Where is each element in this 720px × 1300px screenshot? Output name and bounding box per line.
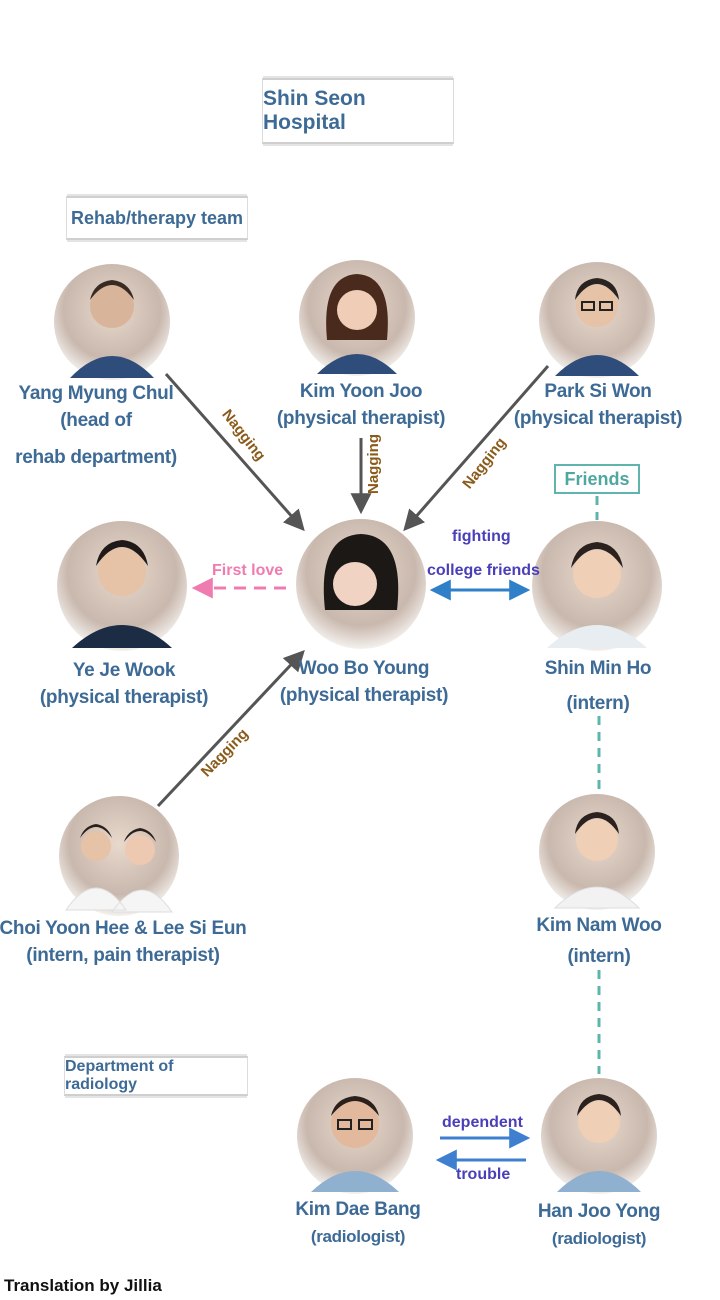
person-name: Park Si Won <box>544 381 651 402</box>
friends-tag-text: Friends <box>564 469 629 490</box>
first-love-label: First love <box>212 562 283 580</box>
nagging-label-park: Nagging <box>459 434 509 492</box>
portrait-han <box>541 1078 657 1194</box>
portrait-yang <box>54 264 170 380</box>
portrait-kim-yoon-joo <box>299 260 415 376</box>
person-name: Shin Min Ho <box>545 658 651 679</box>
translation-credit: Translation by Jillia <box>4 1276 162 1296</box>
hospital-title: Shin Seon Hospital <box>262 78 454 144</box>
person-role: (head of <box>15 407 177 434</box>
friends-tag: Friends <box>554 464 640 494</box>
person-label-kim-dae-bang: Kim Dae Bang (radiologist) <box>295 1196 420 1250</box>
person-label-park: Park Si Won (physical therapist) <box>514 378 682 432</box>
person-name: Woo Bo Young <box>299 658 429 679</box>
person-name: Yang Myung Chul <box>19 383 174 404</box>
person-label-han: Han Joo Yong (radiologist) <box>538 1198 660 1252</box>
person-role: (radiologist) <box>295 1223 420 1250</box>
portrait-ye <box>57 521 187 651</box>
person-label-woo: Woo Bo Young (physical therapist) <box>280 655 448 709</box>
person-role: (radiologist) <box>538 1225 660 1252</box>
person-label-shin: Shin Min Ho (intern) <box>545 655 651 717</box>
person-role: (intern, pain therapist) <box>0 942 246 969</box>
person-name: Kim Nam Woo <box>536 915 661 936</box>
person-label-kim-yoon-joo: Kim Yoon Joo (physical therapist) <box>277 378 445 432</box>
person-label-ye: Ye Je Wook (physical therapist) <box>40 657 208 711</box>
person-role: (physical therapist) <box>514 405 682 432</box>
person-label-choi-lee: Choi Yoon Hee & Lee Si Eun (intern, pain… <box>0 915 246 969</box>
person-name: Kim Yoon Joo <box>300 381 422 402</box>
trouble-label: trouble <box>456 1166 510 1184</box>
rehab-section-heading: Rehab/therapy team <box>66 196 248 240</box>
person-name: Han Joo Yong <box>538 1201 660 1222</box>
person-role: rehab department) <box>15 444 177 471</box>
college-friends-label: college friends <box>427 562 540 580</box>
person-role: (intern) <box>545 690 651 717</box>
person-name: Ye Je Wook <box>73 660 175 681</box>
portrait-shin <box>532 521 662 651</box>
hospital-title-text: Shin Seon Hospital <box>263 87 453 135</box>
portrait-woo <box>296 519 426 649</box>
rehab-section-text: Rehab/therapy team <box>71 208 243 229</box>
portrait-kim-dae-bang <box>297 1078 413 1194</box>
radiology-section-text: Department of radiology <box>65 1058 247 1094</box>
person-label-kim-nam-woo: Kim Nam Woo (intern) <box>536 912 661 970</box>
dependent-label: dependent <box>442 1114 523 1132</box>
nagging-label-yang: Nagging <box>218 406 268 464</box>
person-name: Choi Yoon Hee & Lee Si Eun <box>0 918 246 939</box>
person-label-yang: Yang Myung Chul (head of rehab departmen… <box>15 380 177 471</box>
person-role: (physical therapist) <box>277 405 445 432</box>
nagging-label-kim-yoon-joo: Nagging <box>365 434 382 494</box>
portrait-kim-nam-woo <box>539 794 655 910</box>
person-role: (physical therapist) <box>280 682 448 709</box>
portrait-park <box>539 262 655 378</box>
radiology-section-heading: Department of radiology <box>64 1056 248 1096</box>
person-role: (physical therapist) <box>40 684 208 711</box>
portrait-choi-lee <box>59 796 179 916</box>
person-name: Kim Dae Bang <box>295 1199 420 1220</box>
person-role: (intern) <box>536 943 661 970</box>
fighting-label: fighting <box>452 528 511 546</box>
